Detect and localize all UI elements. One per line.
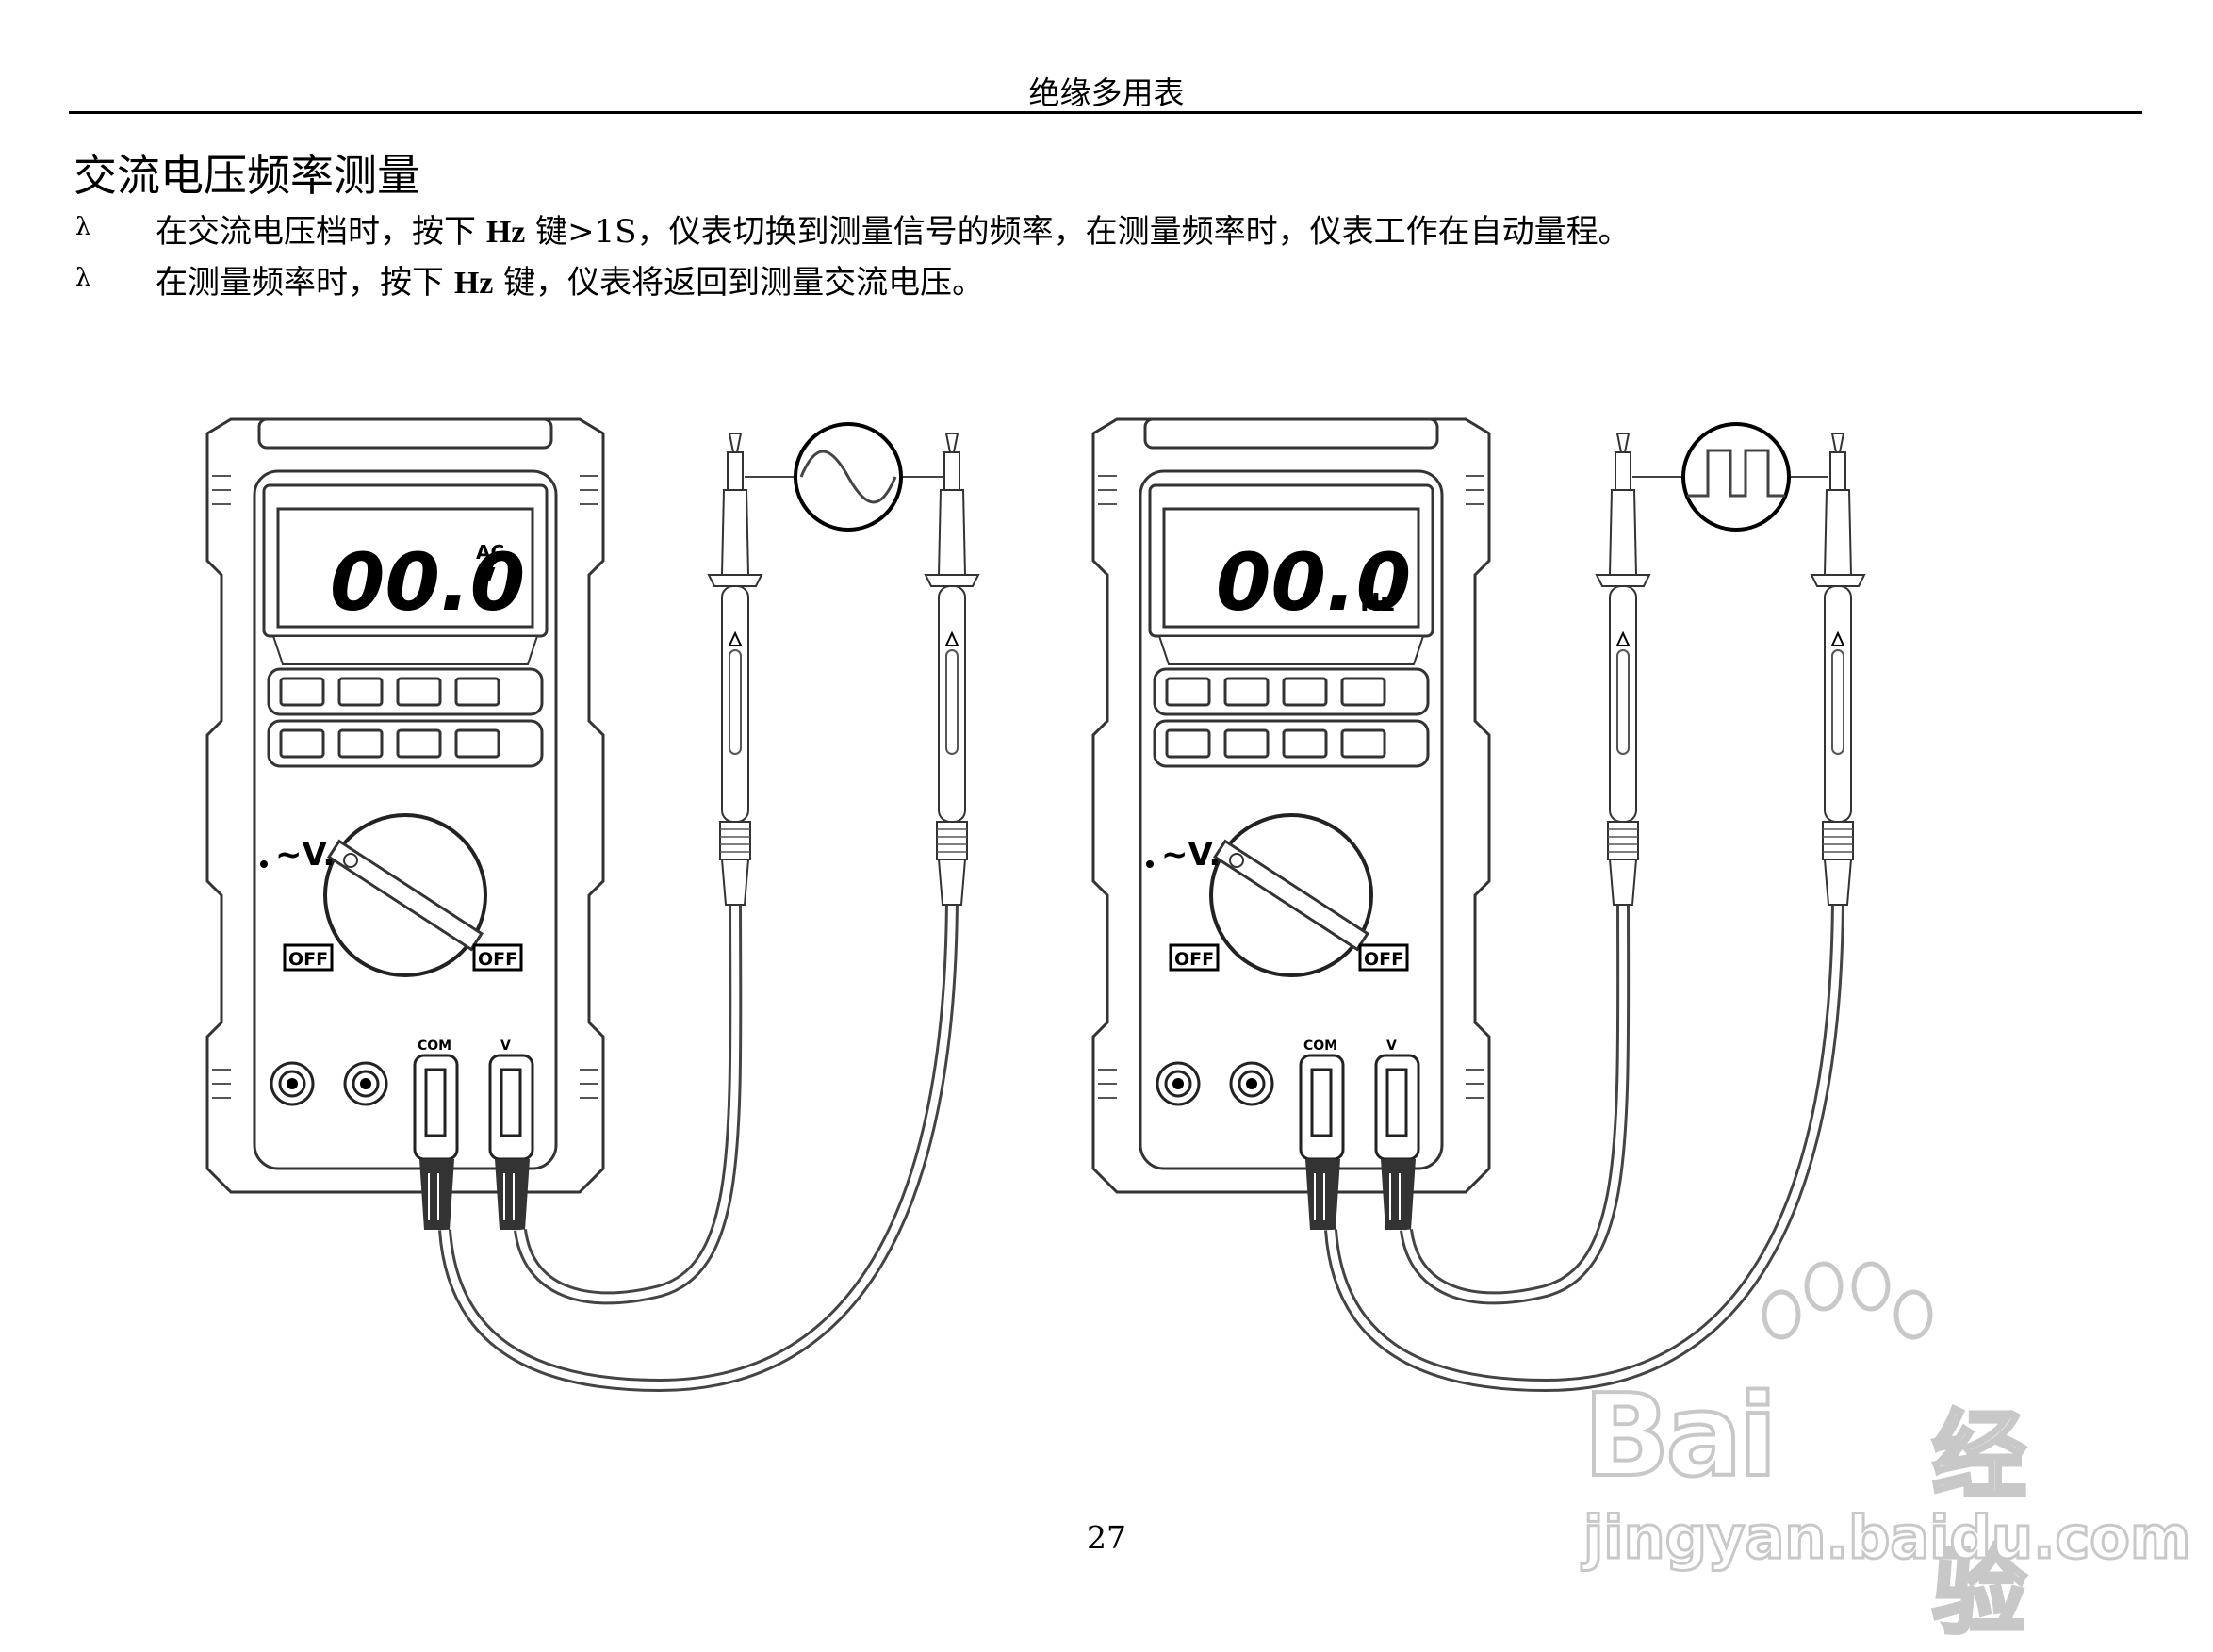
probe-left-b (925, 433, 979, 906)
hz-key-label: Hz (453, 266, 494, 301)
lcd-reading: 00.0 (330, 536, 525, 629)
dial-label-acv: ~V. (275, 836, 335, 874)
bullet-mark: λ (75, 264, 91, 292)
meter-right: 00.0 Hz ~V. OFF OFF COM V (1091, 417, 1865, 1393)
off-label-right: OFF (1364, 949, 1403, 970)
dial-label-acv: ~V. (1161, 836, 1221, 874)
jack-label-com: COM (1303, 1039, 1337, 1054)
lcd-unit-ac: AC (476, 541, 504, 564)
probe-right-b (1811, 433, 1865, 906)
section-title: 交流电压频率测量 (74, 150, 420, 201)
off-badge-right (472, 943, 523, 972)
off-badge-right (1358, 943, 1409, 972)
hz-key-label: Hz (485, 215, 526, 250)
meter-left: 00.0 AC V ~V. OFF OFF COM V (205, 417, 979, 1393)
header-rule (69, 111, 2142, 114)
off-label-left: OFF (1174, 949, 1214, 970)
off-label-right: OFF (478, 949, 517, 970)
paw-icon (1762, 1261, 1933, 1340)
baidu-watermark: Bai 经验 jingyan.baidu.com (1582, 1261, 2192, 1649)
off-label-left: OFF (288, 949, 328, 970)
probe-right-a (1596, 433, 1650, 906)
bullet-text: 在交流电压档时，按下 Hz 键>1S，仪表切换到测量信号的频率，在测量频率时，仪… (156, 213, 1631, 251)
lcd-reading: 00.0 (1216, 536, 1411, 629)
page-header-title: 绝缘多用表 (1028, 74, 1185, 111)
lcd-unit-v: V (481, 564, 496, 586)
square-wave-icon (1681, 422, 1791, 532)
bullet-text: 在测量频率时，按下 Hz 键，仪表将返回到测量交流电压。 (156, 264, 985, 302)
bullet-mark: λ (75, 213, 91, 241)
lcd-unit-hz: Hz (1360, 589, 1395, 617)
off-badge-left (1169, 943, 1220, 972)
jack-label-v: V (1386, 1039, 1397, 1054)
watermark-url: jingyan.baidu.com (1582, 1502, 2191, 1574)
off-badge-left (283, 943, 334, 972)
jack-label-v: V (500, 1039, 511, 1054)
jack-label-com: COM (418, 1039, 451, 1054)
page-number: 27 (1087, 1519, 1126, 1556)
watermark-brand: Bai (1582, 1369, 1779, 1504)
multimeter-diagram: 00.0 AC V ~V. OFF OFF COM V 00.0 Hz ~V. … (205, 417, 1865, 1393)
probe-left-a (708, 433, 762, 906)
